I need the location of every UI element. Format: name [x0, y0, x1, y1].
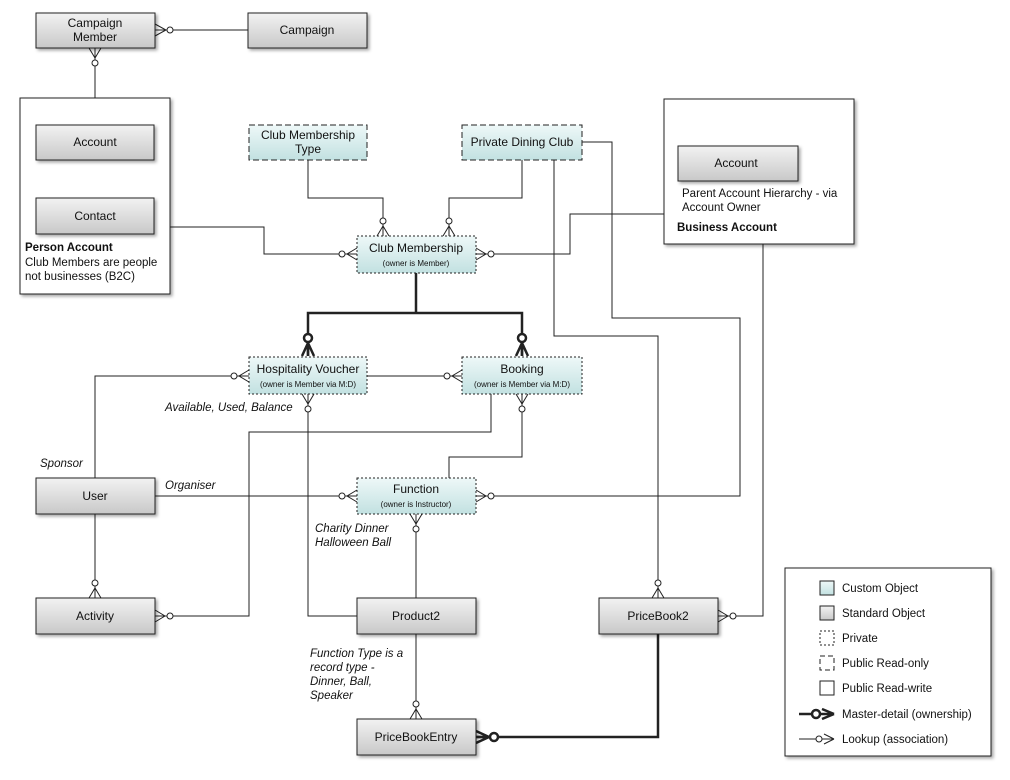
booking-label: Booking [500, 362, 543, 376]
campaign-box[interactable]: Campaign [247, 12, 368, 49]
person-account-title: Person Account [25, 242, 113, 254]
legend-item-standard-object: Standard Object [819, 605, 926, 621]
club-membership-type-box[interactable]: Club Membership Type [248, 124, 368, 161]
connector-md-pricebook2-pricebookentry [476, 634, 660, 739]
legend-item-public-read-write: Public Read-write [819, 680, 932, 696]
connector-user-voucher [94, 375, 249, 478]
person-account-account-label: Account [73, 135, 117, 149]
voucher-fields-annotation: Available, Used, Balance [164, 402, 293, 414]
function-type-note-line2: record type - [310, 662, 375, 674]
hospitality-voucher-sublabel: (owner is Member via M:D) [260, 380, 356, 389]
legend-public-read-write-label: Public Read-write [842, 683, 932, 695]
club-membership-sublabel: (owner is Member) [383, 259, 450, 268]
campaign-member-box[interactable]: Campaign Member [35, 12, 156, 49]
business-account-account-label: Account [714, 156, 758, 170]
product2-box[interactable]: Product2 [356, 597, 477, 635]
annotations: Available, Used, Balance Sponsor Organis… [40, 402, 403, 702]
user-box[interactable]: User [35, 477, 156, 515]
user-label: User [82, 489, 107, 503]
connector-pdc-function [476, 141, 741, 497]
club-membership-label: Club Membership [369, 241, 463, 255]
campaign-label: Campaign [280, 23, 335, 37]
legend-master-detail-label: Master-detail (ownership) [842, 709, 972, 721]
legend-item-custom-object: Custom Object [819, 580, 919, 596]
function-type-note-line1: Function Type is a [310, 648, 403, 660]
hospitality-voucher-label: Hospitality Voucher [257, 362, 360, 376]
activity-box[interactable]: Activity [35, 597, 156, 635]
business-account-account-box[interactable]: Account [677, 145, 799, 182]
hospitality-voucher-box[interactable]: Hospitality Voucher (owner is Member via… [248, 356, 368, 395]
contact-label: Contact [74, 209, 116, 223]
legend-standard-object-label: Standard Object [842, 608, 926, 620]
function-sublabel: (owner is Instructor) [381, 500, 452, 509]
connector-activity-booking [155, 394, 492, 617]
connector-voucher-product2 [307, 394, 357, 617]
function-type-note-line3: Dinner, Ball, [310, 676, 372, 688]
club-membership-type-label-line2: Type [295, 142, 321, 156]
connector-pdc-club-membership [448, 160, 523, 236]
pricebook2-box[interactable]: PriceBook2 [598, 597, 719, 635]
private-dining-club-box[interactable]: Private Dining Club [461, 124, 583, 161]
connector-type-club-membership [307, 160, 384, 236]
legend-item-lookup: Lookup (association) [799, 733, 948, 746]
person-account-desc-line2: not businesses (B2C) [25, 271, 135, 283]
connector-md-club-membership [306, 273, 524, 356]
activity-label: Activity [76, 609, 114, 623]
organiser-annotation: Organiser [165, 480, 217, 492]
sponsor-annotation: Sponsor [40, 458, 84, 470]
legend-custom-object-label: Custom Object [842, 583, 919, 595]
function-type-note-line4: Speaker [310, 690, 354, 702]
legend-item-public-read-only: Public Read-only [819, 655, 929, 671]
function-box[interactable]: Function (owner is Instructor) [356, 477, 477, 515]
club-membership-type-label-line1: Club Membership [261, 128, 355, 142]
business-account-title: Business Account [677, 222, 777, 234]
function-examples-line2: Halloween Ball [315, 537, 392, 549]
connector-contact-club-membership [170, 226, 357, 255]
connector-function-booking [448, 394, 523, 478]
connector-pdc-pricebook2 [553, 160, 659, 598]
pricebookentry-label: PriceBookEntry [375, 730, 458, 744]
function-label: Function [393, 482, 439, 496]
legend-item-master-detail: Master-detail (ownership) [799, 707, 972, 721]
contact-box[interactable]: Contact [35, 197, 155, 235]
booking-box[interactable]: Booking (owner is Member via M:D) [461, 356, 583, 395]
private-dining-club-label: Private Dining Club [471, 135, 574, 149]
campaign-member-label-line2: Member [73, 30, 117, 44]
legend-public-read-only-label: Public Read-only [842, 658, 929, 670]
connector-business-club-membership [476, 213, 664, 255]
product2-label: Product2 [392, 609, 440, 623]
person-account-desc-line1: Club Members are people [25, 257, 157, 269]
legend-private-label: Private [842, 633, 878, 645]
function-examples-line1: Charity Dinner [315, 523, 390, 535]
pricebookentry-box[interactable]: PriceBookEntry [356, 718, 477, 756]
legend-item-private: Private [819, 630, 878, 646]
legend: Custom Object Standard Object Private Pu… [784, 567, 992, 757]
legend-lookup-label: Lookup (association) [842, 734, 948, 746]
campaign-member-label-line1: Campaign [68, 16, 123, 30]
person-account-account-box[interactable]: Account [35, 124, 155, 161]
connector-markers [88, 23, 816, 745]
business-account-desc-line1: Parent Account Hierarchy - via [682, 188, 838, 200]
booking-sublabel: (owner is Member via M:D) [474, 380, 570, 389]
business-account-desc-line2: Account Owner [682, 202, 761, 214]
pricebook2-label: PriceBook2 [627, 609, 689, 623]
club-membership-box[interactable]: Club Membership (owner is Member) [356, 235, 477, 274]
